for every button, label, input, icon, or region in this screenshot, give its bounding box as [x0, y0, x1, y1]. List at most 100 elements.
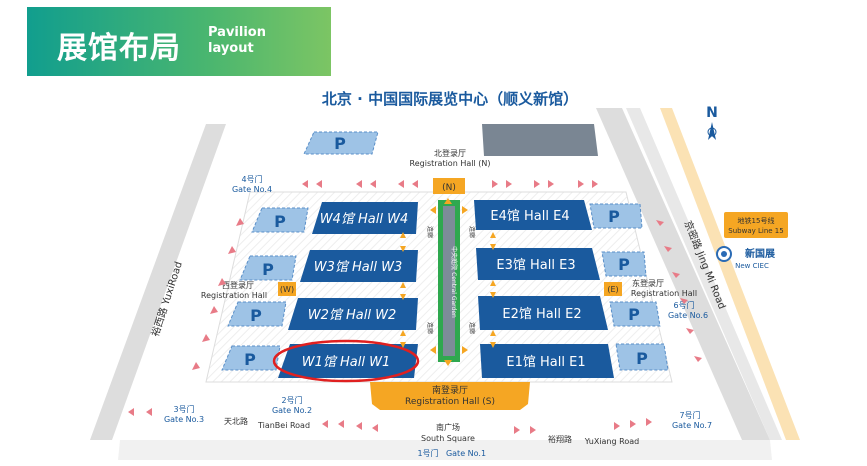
hall-w3-label: W3馆 Hall W3	[314, 260, 402, 275]
registration-west[interactable]	[278, 282, 296, 296]
registration-west-zh: 西登录厅	[222, 280, 254, 290]
compass-label: N	[706, 105, 718, 121]
hall-e3[interactable]	[476, 248, 600, 280]
parking-label: P	[244, 350, 256, 369]
registration-north-code: (N)	[442, 183, 456, 193]
corridor-label: 连廊	[468, 322, 476, 334]
registration-east-code: (E)	[607, 285, 618, 294]
gate-1-en: Gate No.1	[446, 449, 486, 458]
road-yuxi	[90, 124, 226, 440]
hall-w1[interactable]	[278, 344, 418, 378]
parking-lot	[601, 251, 647, 277]
corridor-label: 连廊	[468, 226, 476, 238]
gate-2-zh: 2号门	[281, 395, 302, 405]
highlight-circle-w1	[272, 339, 420, 383]
parking-lot	[589, 203, 643, 229]
hall-e2[interactable]	[478, 296, 608, 330]
registration-east[interactable]	[604, 282, 622, 296]
registration-west-en: Registration Hall	[201, 291, 267, 300]
subway-line-en: Subway Line 15	[728, 227, 783, 235]
parking-lot	[615, 343, 669, 371]
map-title: 北京 · 中国国际展览中心（顺义新馆）	[322, 90, 578, 108]
hall-e4[interactable]	[474, 200, 592, 230]
parking-label: P	[636, 349, 648, 368]
gate-1-zh: 1号门	[417, 448, 438, 458]
registration-south-en: Registration Hall (S)	[405, 397, 495, 407]
parking-label: P	[250, 306, 262, 325]
gate-3-en: Gate No.3	[164, 415, 204, 424]
hall-w2[interactable]	[288, 298, 418, 330]
subway-station-icon-inner	[721, 251, 727, 257]
gates: 4号门 Gate No.4 2号门 Gate No.2 3号门 Gate No.…	[164, 174, 712, 458]
parking-lot	[221, 345, 281, 371]
north-building	[482, 124, 598, 156]
hall-e1-label: E1馆 Hall E1	[506, 355, 585, 370]
road-jingmi-outer	[596, 108, 770, 440]
registration-south-zh: 南登录厅	[432, 384, 468, 396]
registration-west-code: (W)	[280, 285, 294, 294]
hall-e1[interactable]	[480, 344, 614, 378]
central-garden-en: Central Garden	[450, 272, 457, 318]
parking-label: P	[334, 134, 346, 153]
hall-e4-label: E4馆 Hall E4	[490, 209, 569, 224]
hall-w2-label: W2馆 Hall W2	[308, 308, 396, 323]
gate-4-en: Gate No.4	[232, 185, 272, 194]
hall-w4-label: W4馆 Hall W4	[320, 212, 408, 227]
parking-lot	[227, 301, 287, 327]
hall-w4[interactable]	[312, 202, 418, 234]
parking-lot	[303, 131, 379, 155]
hall-w1-label: W1馆 Hall W1	[302, 355, 390, 370]
registration-north-en: Registration Hall (N)	[410, 159, 491, 168]
corridor-label: 连廊	[426, 226, 434, 238]
hall-e3-label: E3馆 Hall E3	[496, 258, 575, 273]
road-jingmi-inner	[626, 108, 782, 440]
central-garden-inner	[443, 206, 455, 356]
corridors: 连廊 连廊 连廊 连廊	[426, 226, 476, 334]
banner-title-en-line1: Pavilion	[208, 25, 266, 40]
registration-north[interactable]	[433, 178, 465, 194]
gate-4-zh: 4号门	[241, 174, 262, 184]
banner-title-zh: 展馆布局	[57, 31, 181, 66]
parking-lots: P P P P P P P P P	[221, 131, 669, 371]
west-halls: W4馆 Hall W4 W3馆 Hall W3 W2馆 Hall W2 W1馆 …	[278, 202, 418, 378]
gate-7-zh: 7号门	[679, 410, 700, 420]
road-tianbei-en: TianBei Road	[257, 421, 310, 430]
road-south	[118, 440, 772, 460]
parking-lot	[609, 301, 661, 327]
east-halls: E4馆 Hall E4 E3馆 Hall E3 E2馆 Hall E2 E1馆 …	[474, 200, 614, 378]
parking-lot	[239, 255, 297, 281]
subway-line-zh: 地铁15号线	[738, 216, 775, 225]
south-square-zh: 南广场	[436, 422, 460, 432]
road-yuxiang-zh: 裕翔路	[548, 434, 572, 444]
parking-label: P	[618, 255, 630, 274]
connector-arrows	[400, 198, 496, 366]
subway-station-zh: 新国展	[745, 247, 775, 260]
gate-6-en: Gate No.6	[668, 311, 708, 320]
south-square-en: South Square	[421, 434, 475, 443]
parking-label: P	[274, 212, 286, 231]
registration-east-zh: 东登录厅	[632, 278, 664, 288]
gate-3-zh: 3号门	[173, 404, 194, 414]
registration-north-zh: 北登录厅	[434, 148, 466, 158]
parking-label: P	[628, 305, 640, 324]
parking-label: P	[262, 260, 274, 279]
registration-south[interactable]	[370, 382, 530, 410]
gate-7-en: Gate No.7	[672, 421, 712, 430]
banner-title-en-line2: layout	[208, 41, 254, 56]
central-garden-label: 中央庭院 Central Garden	[450, 246, 458, 318]
road-yuxiang-en: YuXiang Road	[584, 437, 639, 446]
parking-lot	[251, 207, 309, 233]
parking-label: P	[608, 207, 620, 226]
subway-box	[724, 212, 788, 238]
central-garden-zh: 中央庭院	[450, 246, 458, 270]
gate-6-zh: 6号门	[673, 300, 694, 310]
subway-station-en: New CIEC	[735, 262, 769, 270]
hall-w3[interactable]	[300, 250, 418, 282]
hall-e2-label: E2馆 Hall E2	[502, 307, 581, 322]
registration-east-en: Registration Hall	[631, 289, 697, 298]
direction-arrows	[128, 180, 702, 434]
corridor-label: 连廊	[426, 322, 434, 334]
